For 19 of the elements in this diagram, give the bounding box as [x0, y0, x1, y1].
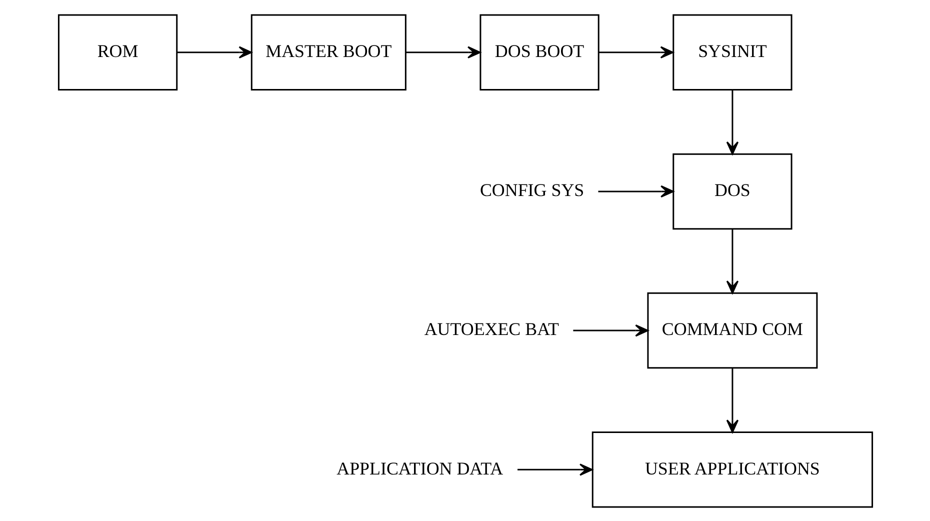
node-box: COMMAND COM: [646, 292, 818, 368]
node-box: SYSINIT: [672, 14, 792, 90]
arrow: [176, 46, 252, 58]
node-text: APPLICATION DATA: [336, 458, 503, 478]
node-text: CONFIG SYS: [479, 180, 584, 200]
arrow: [405, 46, 480, 58]
node-text: AUTOEXEC BAT: [424, 318, 559, 339]
arrow: [598, 184, 674, 198]
arrow: [598, 46, 674, 58]
node-box: DOS: [672, 152, 792, 230]
arrow: [726, 228, 738, 294]
node-box: DOS BOOT: [479, 14, 599, 90]
arrow: [572, 324, 648, 336]
arrow: [726, 368, 738, 432]
node-box: ROM: [57, 14, 178, 90]
arrow: [726, 90, 738, 154]
node-box: USER APPLICATIONS: [591, 431, 873, 508]
arrow: [517, 463, 592, 476]
node-box: MASTER BOOT: [250, 14, 406, 90]
